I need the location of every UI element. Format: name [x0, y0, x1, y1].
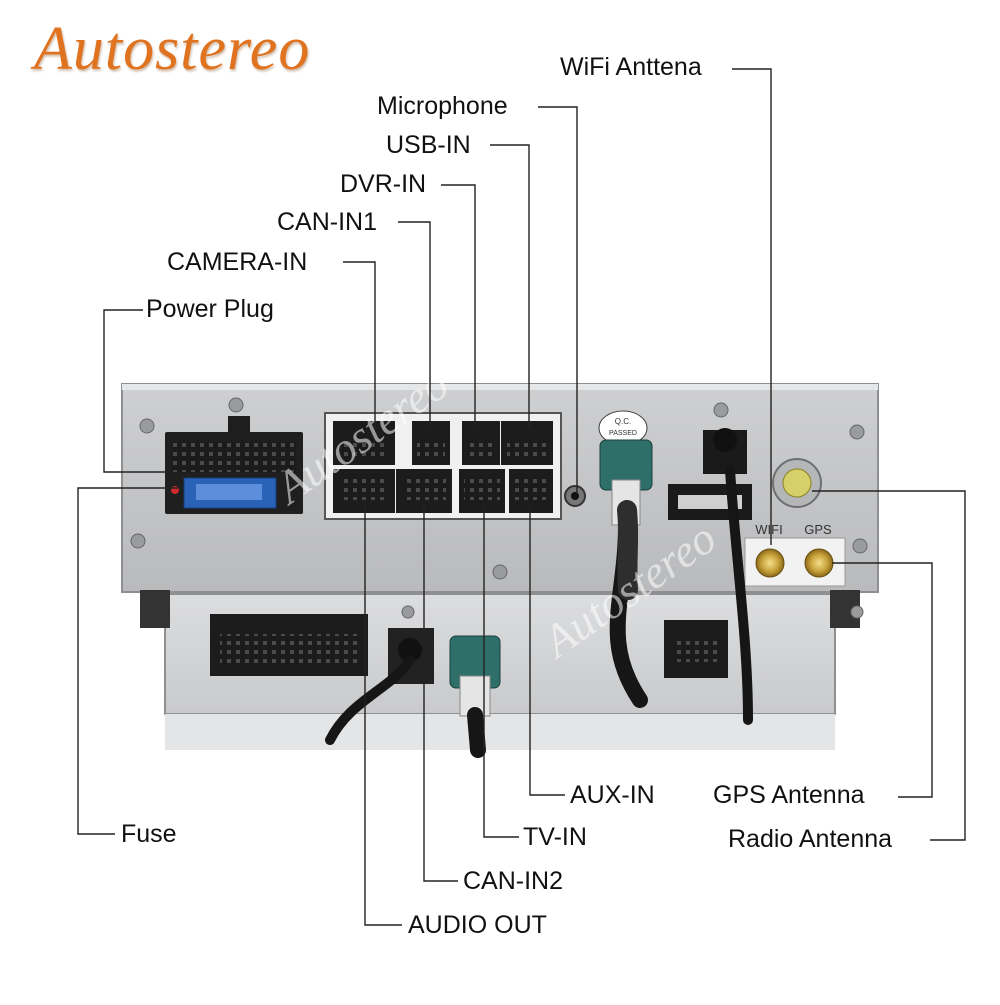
label-can-in1: CAN-IN1: [277, 208, 378, 236]
radio-antenna-socket: [772, 458, 822, 508]
label-microphone: Microphone: [377, 92, 508, 120]
screw-icon: [401, 605, 415, 619]
passed-text: PASSED: [609, 430, 637, 437]
wifi-cable-plug: [703, 428, 747, 474]
screw-icon: [139, 418, 155, 434]
label-dvr-in: DVR-IN: [340, 170, 427, 198]
wifi-port-label: WIFI: [755, 522, 782, 537]
label-audio-out: AUDIO OUT: [408, 911, 547, 939]
label-fuse: Fuse: [121, 820, 177, 848]
microphone-jack: [564, 485, 586, 507]
screw-icon: [228, 397, 244, 413]
screw-icon: [849, 424, 865, 440]
label-power-plug: Power Plug: [146, 295, 274, 323]
label-wifi-antenna: WiFi Anttena: [560, 53, 702, 81]
label-can-in2: CAN-IN2: [463, 867, 564, 895]
gps-sma-connector: [804, 548, 834, 578]
hdmi-port: [668, 484, 752, 520]
leader-lines: [77, 68, 966, 926]
antenna-subpanel: WIFI GPS: [744, 522, 846, 587]
screw-icon: [850, 605, 864, 619]
label-radio-antenna: Radio Antenna: [728, 825, 893, 853]
cables: [325, 465, 753, 758]
screw-icon: [130, 533, 146, 549]
label-camera-in: CAMERA-IN: [167, 248, 308, 276]
multi-connector-block: [324, 412, 562, 520]
brand-logo: Autostereo: [34, 15, 311, 83]
label-usb-in: USB-IN: [386, 131, 471, 159]
lower-wide-connector: [210, 614, 368, 676]
wifi-sma-connector: [755, 548, 785, 578]
screw-icon: [492, 564, 508, 580]
power-plug-connector: [165, 416, 303, 514]
lower-small-connector: [664, 620, 728, 678]
label-tv-in: TV-IN: [523, 823, 587, 851]
qc-text: Q.C.: [615, 417, 631, 426]
screw-icon: [713, 402, 729, 418]
label-gps-antenna: GPS Antenna: [713, 781, 865, 809]
gps-port-label: GPS: [804, 522, 832, 537]
label-aux-in: AUX-IN: [570, 781, 655, 809]
screw-icon: [852, 538, 868, 554]
